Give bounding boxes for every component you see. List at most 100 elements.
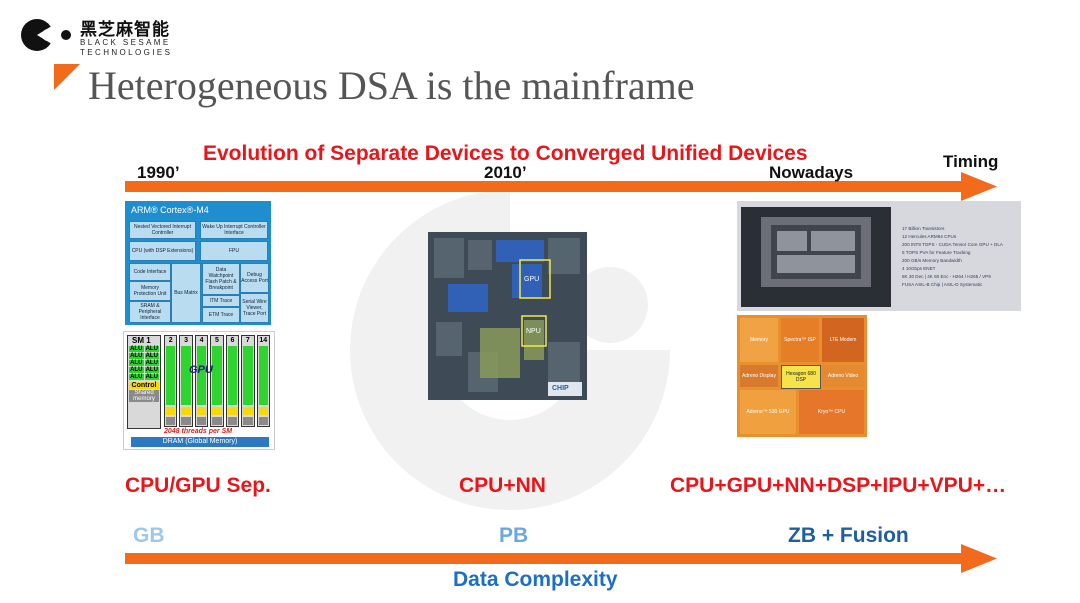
alu-cell: ALU xyxy=(129,346,144,352)
sm-alu-block xyxy=(243,346,253,405)
sm-alu-block xyxy=(227,346,238,405)
title-accent-icon xyxy=(54,64,80,90)
data-complexity-label: Data Complexity xyxy=(453,568,618,591)
die-gpu-label: GPU xyxy=(524,276,540,283)
snapdragon-soc-diagram: Memory Spectra™ ISP LTE Modem Adreno Dis… xyxy=(737,315,867,437)
arm-diagram-title: ARM® Cortex®-M4 xyxy=(131,205,209,215)
die-brand-label: CHIP xyxy=(552,385,569,392)
sm-control-block xyxy=(196,407,207,415)
timeline-label-2010: 2010’ xyxy=(484,163,527,182)
memory-label-pb: PB xyxy=(499,524,529,547)
timeline-label-1990: 1990’ xyxy=(137,163,180,182)
sm-column: 5 xyxy=(210,335,224,427)
logo-english-name: BLACK SESAME TECHNOLOGIES xyxy=(80,38,180,58)
sm-alu-block xyxy=(258,346,268,405)
die-npu-label: NPU xyxy=(526,328,541,335)
sm-alu-block xyxy=(181,346,191,405)
sm-memory-block xyxy=(227,417,238,425)
logo-english-line-2: TECHNOLOGIES xyxy=(80,48,173,57)
sm-alu-block xyxy=(196,346,207,405)
die-photo-image xyxy=(428,232,587,400)
soc-specs-list: 17 Billion Transistors 12 Hercules ARM64… xyxy=(902,225,1017,289)
sm-memory-block xyxy=(243,417,253,425)
arm-box-etm-trace: ETM Trace xyxy=(202,307,240,323)
dram-bar: DRAM (Global Memory) xyxy=(131,437,269,447)
arm-box-sram: SRAM & Peripheral Interface xyxy=(129,301,171,323)
sm-memory-block xyxy=(196,417,207,425)
memory-label-zb-fusion: ZB + Fusion xyxy=(788,524,909,547)
modern-soc-photo: 17 Billion Transistors 12 Hercules ARM64… xyxy=(737,201,1021,311)
alu-cell: ALU xyxy=(144,346,159,352)
snap-block-memory: Memory xyxy=(740,318,778,362)
sm1-label: SM 1 xyxy=(132,336,151,345)
category-cpu-nn: CPU+NN xyxy=(459,474,546,497)
alu-cell: ALU xyxy=(129,374,144,380)
arm-box-bus-matrix: Bus Matrix xyxy=(171,263,201,323)
logo-chinese-name: 黑芝麻智能 xyxy=(80,20,170,40)
alu-cell: ALU xyxy=(129,353,144,359)
sm-control-block xyxy=(243,407,253,415)
sm-column: 6 xyxy=(225,335,240,427)
alu-cell: ALU xyxy=(144,353,159,359)
soc-spec: 200 INT8 TOPS - CUDA Tensor Core GPU + D… xyxy=(902,242,1003,247)
soc-spec: 12 Hercules ARM64 CPUs xyxy=(902,234,957,239)
sm1-block: SM 1 ALU ALU ALU ALU ALU ALU ALU ALU ALU… xyxy=(127,335,161,429)
company-logo-icon xyxy=(21,19,71,51)
shared-memory: Shared memory xyxy=(129,390,159,402)
sm-number: 6 xyxy=(230,337,235,344)
sm-column: 3 xyxy=(179,335,193,427)
sm-number: 14 xyxy=(259,337,268,344)
data-complexity-arrow xyxy=(125,544,997,573)
sm-control-block xyxy=(227,407,238,415)
snap-block-modem: LTE Modem xyxy=(822,318,864,362)
sm-alu-block xyxy=(166,346,176,405)
arm-box-fpu: FPU xyxy=(200,241,268,261)
arm-box-nvic: Nested Vectored Interrupt Controller xyxy=(129,221,196,239)
arm-box-wic: Wake Up Interrupt Controller Interface xyxy=(200,221,268,239)
control-unit: Control xyxy=(129,382,159,389)
category-cpu-gpu-sep: CPU/GPU Sep. xyxy=(125,474,271,497)
alu-cell: ALU xyxy=(129,367,144,373)
arm-box-debug-access: Debug Access Port xyxy=(240,263,269,293)
memory-label-gb: GB xyxy=(133,524,165,547)
snap-block-display: Adreno Display xyxy=(740,365,778,387)
logo-english-line-1: BLACK SESAME xyxy=(80,38,171,47)
soc-spec: 4 10Gbps ENET xyxy=(902,266,936,271)
timeline-label-nowadays: Nowadays xyxy=(769,163,854,182)
threads-label: 2048 threads per SM xyxy=(164,428,233,435)
arm-box-mpu: Memory Protection Unit xyxy=(129,281,171,301)
alu-cell: ALU xyxy=(144,374,159,380)
sm-control-block xyxy=(258,407,268,415)
sm-memory-block xyxy=(166,417,176,425)
arm-cortex-m4-diagram: ARM® Cortex®-M4 Nested Vectored Interrup… xyxy=(125,201,271,325)
slide-subtitle: Evolution of Separate Devices to Converg… xyxy=(203,142,808,165)
arm-box-code-interface: Code Interface xyxy=(129,263,171,281)
soc-spec: 8K 30 Dec | 4K 60 Enc - H264 / H265 / VP… xyxy=(902,274,991,279)
soc-spec: FUSA ASIL-B Chip | ASIL-D Systematic xyxy=(902,282,983,287)
arm-box-itm-trace: ITM Trace xyxy=(202,295,240,307)
sm-memory-block xyxy=(181,417,191,425)
snap-block-cpu: Kryo™ CPU xyxy=(799,390,864,434)
gpu-sm-diagram: SM 1 ALU ALU ALU ALU ALU ALU ALU ALU ALU… xyxy=(123,331,275,450)
snap-block-gpu: Adreno™ 530 GPU xyxy=(740,390,796,434)
cpu-nn-die-photo: GPU NPU CHIP xyxy=(428,232,587,400)
snap-block-dsp: Hexagon 680 DSP xyxy=(781,365,821,389)
gpu-label: GPU xyxy=(189,364,213,376)
sm-number: 5 xyxy=(215,337,219,344)
sm-column: 7 xyxy=(241,335,255,427)
snap-block-isp: Spectra™ ISP xyxy=(781,318,819,362)
sm-control-block xyxy=(166,407,176,415)
sm-alu-block xyxy=(212,346,222,405)
sm-column: 2 xyxy=(164,335,178,427)
sm-control-block xyxy=(181,407,191,415)
sm-memory-block xyxy=(212,417,222,425)
timeline-arrow xyxy=(125,172,997,201)
soc-spec: 5 TOPS PVA for Feature Tracking xyxy=(902,250,971,255)
soc-spec: 200 GB/s Memory Bandwidth xyxy=(902,258,962,263)
sm-number: 4 xyxy=(199,337,204,344)
sm-control-block xyxy=(212,407,222,415)
sm-memory-block xyxy=(258,417,268,425)
alu-cell: ALU xyxy=(144,360,159,366)
soc-board-image xyxy=(741,207,891,307)
